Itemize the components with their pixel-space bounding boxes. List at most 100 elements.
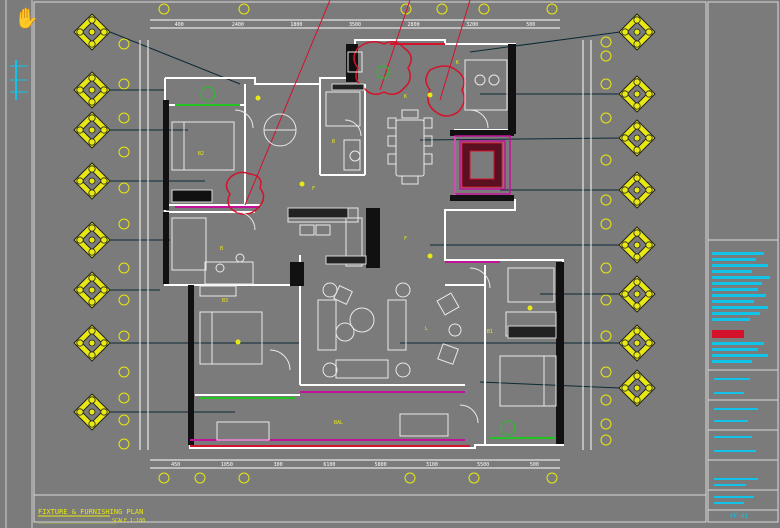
highlight-frames (454, 135, 511, 195)
dimension-label: 3500 (349, 22, 361, 28)
dimension-label: 300 (274, 462, 283, 468)
svg-text:B: B (332, 139, 335, 145)
grid-bubble-icon (238, 472, 250, 484)
svg-text:K: K (404, 94, 407, 100)
elevation-marker-icon (618, 324, 656, 362)
grid-bubble-icon (600, 366, 612, 378)
grid-bubble-icon (118, 182, 130, 194)
dimension-label: 500 (526, 22, 535, 28)
grid-bubble-icon (600, 394, 612, 406)
elevation-marker-icon (618, 119, 656, 157)
dimension-label: 400 (175, 22, 184, 28)
grid-bubble-icon (118, 392, 130, 404)
grid-bubble-icon (158, 472, 170, 484)
dimension-label: 1050 (221, 462, 233, 468)
grid-bubble-icon (118, 414, 130, 426)
grid-bubble-icon (118, 262, 130, 274)
svg-text:B2: B2 (198, 151, 204, 157)
grid-bubble-icon (600, 262, 612, 274)
grid-bubble-icon (546, 472, 558, 484)
grid-bubble-icon (600, 78, 612, 90)
elevation-marker-icon (73, 162, 111, 200)
dimension-lines (139, 19, 592, 469)
elevation-marker-icon (618, 75, 656, 113)
svg-text:L: L (425, 326, 428, 332)
grid-bubble-icon (600, 418, 612, 430)
drawing-frame (33, 1, 707, 523)
grid-bubble-icon (600, 218, 612, 230)
grid-bubble-icon (478, 3, 490, 15)
elevation-markers (73, 13, 656, 431)
elevation-marker-icon (73, 13, 111, 51)
yellow-dots (235, 92, 533, 345)
grid-bubble-icon (404, 472, 416, 484)
svg-text:K: K (456, 60, 459, 66)
drawing-title: FIXTURE & FURNISHING PLAN (38, 508, 143, 516)
drawing-subtitle: __________________________ (38, 518, 117, 524)
room-tags: B2 B B3 B F K F L B1 BAL K (198, 60, 493, 426)
elevation-marker-icon (73, 271, 111, 309)
grid-bubble-icon (118, 146, 130, 158)
grid-bubble-icon (118, 38, 130, 50)
plants (200, 65, 516, 436)
grid-bubble-icon (600, 50, 612, 62)
dimension-label: 500 (530, 462, 539, 468)
dimension-label: 1800 (290, 22, 302, 28)
grid-bubble-icon (238, 3, 250, 15)
grid-bubble-icon (118, 438, 130, 450)
elevation-marker-icon (73, 393, 111, 431)
svg-text:B: B (220, 246, 223, 252)
furniture (171, 51, 557, 441)
grid-bubble-icon (600, 194, 612, 206)
drawing-scale: SCALE 1:100 (112, 518, 145, 524)
dimension-label: 450 (171, 462, 180, 468)
elevation-marker-icon (618, 226, 656, 264)
elevation-marker-icon (73, 221, 111, 259)
elevation-marker-icon (618, 13, 656, 51)
grid-bubble-icon (118, 112, 130, 124)
grid-bubble-icon (194, 472, 206, 484)
revision-leaders (244, 0, 471, 206)
dimension-label: 5800 (375, 462, 387, 468)
drawing-title-block: FIXTURE & FURNISHING PLAN ______________… (34, 494, 706, 524)
svg-text:B3: B3 (222, 298, 228, 304)
leader-lines (109, 31, 621, 413)
sheet-number: FF-01 (730, 513, 748, 520)
elevation-marker-icon (618, 171, 656, 209)
elevation-marker-icon (618, 275, 656, 313)
svg-text:BAL: BAL (334, 420, 343, 426)
elevation-marker-icon (73, 71, 111, 109)
elevation-marker-icon (73, 111, 111, 149)
grid-bubble-icon (600, 112, 612, 124)
top-dimension-labels: 400 2400 1800 3500 2800 3200 500 (175, 22, 535, 28)
grid-bubble-icon (118, 294, 130, 306)
left-ruler (5, 0, 33, 528)
title-block: FF-01 (707, 1, 779, 523)
grid-bubble-icon (118, 330, 130, 342)
elevation-marker-icon (73, 324, 111, 362)
dimension-label: 3100 (426, 462, 438, 468)
grid-bubble-icon (546, 3, 558, 15)
grid-bubble-icon (118, 366, 130, 378)
doors (234, 109, 491, 424)
grid-bubble-icon (158, 3, 170, 15)
fireplace (461, 142, 503, 188)
dimension-label: 5500 (477, 462, 489, 468)
elevation-marker-icon (618, 369, 656, 407)
dimension-label: 2400 (232, 22, 244, 28)
grid-bubble-icon (600, 36, 612, 48)
grid-bubble-icon (436, 3, 448, 15)
grid-bubble-icon (600, 330, 612, 342)
closet-hatching (171, 83, 557, 339)
dimension-label: 3200 (466, 22, 478, 28)
pan-hand-icon[interactable]: ✋ (14, 6, 39, 30)
dimension-label: 2800 (408, 22, 420, 28)
grid-bubble-icon (600, 294, 612, 306)
dimension-label: 6100 (323, 462, 335, 468)
grid-bubble-icon (468, 472, 480, 484)
grid-bubble-icon (118, 78, 130, 90)
svg-text:F: F (312, 186, 315, 192)
grid-bubble-icon (118, 218, 130, 230)
svg-text:B1: B1 (487, 329, 493, 335)
